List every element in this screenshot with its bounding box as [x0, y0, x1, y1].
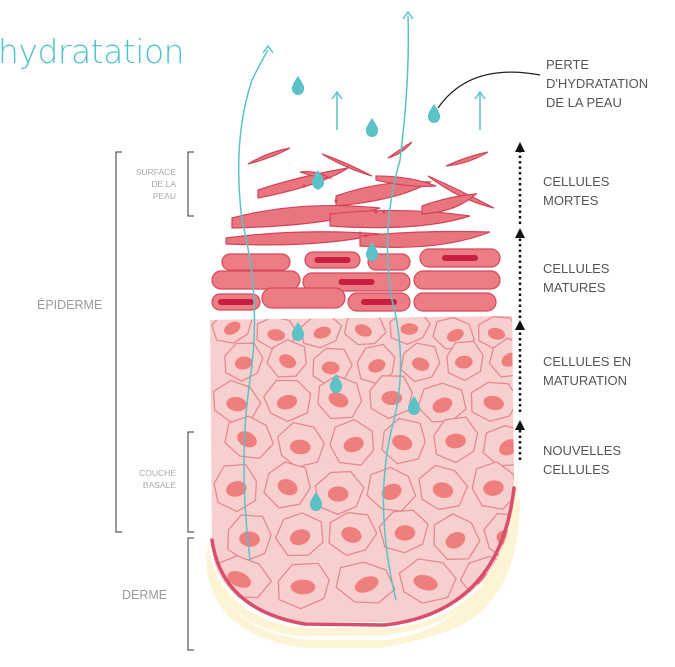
water-arrow-head [263, 46, 273, 53]
cell-fragment [335, 200, 338, 203]
basale-bracket [188, 432, 194, 532]
dead-cell [226, 232, 380, 245]
label-surface-peau: SURFACE DE LA PEAU [120, 166, 176, 202]
mature-cell [222, 254, 290, 270]
label-derme: DERME [122, 586, 167, 605]
mature-cell-nucleus [315, 257, 351, 263]
mature-cell [262, 288, 345, 308]
dotted-arrow-head [515, 228, 525, 238]
mature-cell-nucleus [218, 299, 254, 305]
cell-fragment [359, 232, 362, 235]
dotted-arrow-head [515, 320, 525, 330]
cell-fragment [383, 211, 386, 214]
cell-fragment [365, 235, 368, 238]
cell-fragment [375, 211, 378, 214]
cell-migration-arrows [515, 142, 525, 460]
mature-cell [414, 293, 496, 311]
cell-nucleus [328, 486, 349, 501]
label-cellules-matures: CELLULES MATURES [543, 259, 609, 297]
water-drop [366, 118, 378, 137]
water-drop [292, 76, 304, 95]
mature-cell [414, 271, 500, 289]
dead-cell [248, 148, 290, 164]
derme-bracket [188, 538, 194, 650]
label-epiderme: ÉPIDERME [37, 296, 102, 315]
cell-fragment [303, 185, 306, 188]
perte-pointer-line [438, 72, 540, 108]
young-cells-layer [205, 309, 532, 630]
label-cellules-en-maturation: CELLULES EN MATURATION [543, 352, 631, 390]
dotted-arrow-head [515, 420, 525, 430]
label-perte-hydratation: PERTE D'HYDRATATION DE LA PEAU [546, 55, 648, 112]
dead-cell [360, 232, 490, 248]
label-couche-basale: COUCHE BASALE [120, 467, 176, 491]
mature-cell-nucleus [442, 255, 478, 261]
page-title: hydratation [0, 32, 184, 71]
mature-cell [212, 271, 300, 289]
dead-cell [422, 194, 476, 214]
dead-cell [446, 152, 488, 166]
label-cellules-mortes: CELLULES MORTES [543, 172, 609, 210]
surface-bracket [188, 152, 194, 216]
dead-cells-layer [226, 142, 494, 247]
mature-cells-layer [212, 249, 500, 311]
dotted-arrow-head [515, 142, 525, 152]
label-nouvelles-cellules: NOUVELLES CELLULES [543, 441, 621, 479]
mature-cell-nucleus [339, 279, 375, 285]
dead-cell [330, 210, 470, 227]
